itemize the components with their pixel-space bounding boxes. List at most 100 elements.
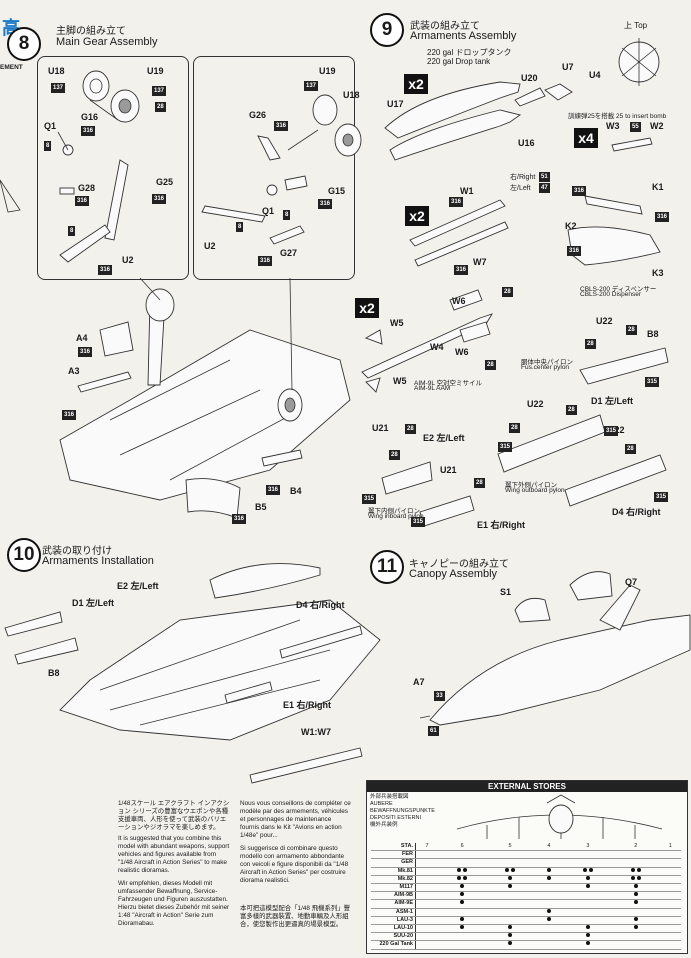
- station-cell: [438, 858, 487, 868]
- part-label: E2 左/Left: [423, 433, 465, 443]
- store-mark: [460, 925, 465, 930]
- part-label: D4 右/Right: [612, 507, 661, 517]
- station-cell: [486, 916, 534, 926]
- part-label: U22: [527, 399, 544, 409]
- wheel-u18-left: [82, 70, 110, 102]
- part-label: D1 左/Left: [591, 396, 634, 406]
- station-cell: [415, 858, 439, 868]
- step-number-8: 8: [7, 27, 41, 61]
- multiplier-missile: x2: [355, 298, 379, 318]
- paint-badge: 316: [258, 256, 273, 266]
- paint-badge: 28: [509, 423, 520, 433]
- store-mark: [511, 867, 516, 872]
- paint-badge: 28: [626, 325, 637, 335]
- station-cell: [438, 916, 487, 926]
- station-cell: [533, 916, 564, 926]
- part-label: S1: [500, 587, 512, 597]
- left-label: 左/Left: [510, 185, 531, 192]
- wing-inboard-pylon-e2: [381, 461, 433, 495]
- top-label-jp: 上 Top: [624, 21, 648, 30]
- store-name: AIM-9E: [371, 899, 416, 909]
- note-fr: Nous vous conseillons de compléter ce mo…: [240, 800, 351, 839]
- part-label: U18: [48, 66, 65, 76]
- part-label: W1:W7: [301, 727, 331, 737]
- paint-badge: 316: [78, 347, 93, 357]
- station-cell: [486, 899, 534, 909]
- part-label: E2 左/Left: [117, 581, 159, 591]
- stores-row: AIM-9B: [371, 891, 681, 901]
- part-label: G27: [280, 248, 298, 258]
- store-mark: [630, 867, 635, 872]
- note-en: It is suggested that you combine this mo…: [118, 835, 230, 874]
- step8-inset-left: [37, 56, 189, 280]
- paint-badge: 137: [304, 81, 319, 91]
- stores-row: SUU-20: [371, 932, 681, 942]
- paint-badge: 55: [630, 122, 641, 132]
- paint-badge: 8: [283, 210, 291, 220]
- part-label: W5: [393, 376, 407, 386]
- store-name: M117: [371, 883, 416, 893]
- paint-badge: 28: [566, 405, 577, 415]
- right-label: 右/Right: [510, 174, 536, 181]
- gear-leg-left: [104, 159, 129, 241]
- part-label: K1: [652, 182, 664, 192]
- station-cell: [659, 858, 681, 868]
- part-label: B4: [290, 486, 302, 496]
- step10-title-jp: 武装の取り付け: [42, 546, 112, 557]
- store-name: Mk.82: [371, 875, 416, 885]
- station-cell: [563, 875, 612, 885]
- part-label: U16: [518, 138, 535, 148]
- station-cell: [563, 940, 612, 950]
- station-cell: [659, 924, 681, 934]
- station-cell: [611, 916, 660, 926]
- station-cell: [415, 883, 439, 893]
- station-cell: [659, 899, 681, 909]
- stores-row: ASM-1: [371, 908, 681, 917]
- stores-row: 220 Gal Tank: [371, 940, 681, 950]
- station-cell: [563, 899, 612, 909]
- part-label: U22: [596, 316, 613, 326]
- fuselage-step8: [59, 329, 351, 501]
- store-mark: [585, 933, 590, 938]
- station-cell: [533, 924, 564, 934]
- drop-tank-u17: [384, 81, 521, 139]
- part-label: U4: [589, 70, 601, 80]
- fus-pylon-label-jp: 胴体中央パイロン: [521, 359, 573, 366]
- wing-inboard-pylon-e1: [419, 495, 475, 527]
- part-label: W5: [390, 318, 404, 328]
- part-label: E1 右/Right: [283, 700, 332, 710]
- part-label: W1: [460, 186, 474, 196]
- part-label: D1 左/Left: [72, 598, 115, 608]
- drop-tank-u16: [389, 109, 522, 161]
- stores-row: FER: [371, 850, 681, 860]
- paint-badge: 8: [44, 141, 52, 151]
- store-name: AIM-9B: [371, 891, 416, 901]
- part-label: B8: [647, 329, 659, 339]
- canopy-q7: [569, 571, 613, 601]
- station-cell: [533, 899, 564, 909]
- store-name: 220 Gal Tank: [371, 940, 416, 950]
- wing-inboard-label-jp: 翼下内側パイロン: [368, 508, 420, 515]
- store-mark: [508, 884, 513, 889]
- stores-row: AIM-9E: [371, 899, 681, 909]
- tank-label-jp: 220 gal ドロップタンク: [427, 48, 512, 57]
- station-cell: [611, 924, 660, 934]
- paint-badge: 61: [428, 726, 439, 736]
- store-mark: [585, 941, 590, 946]
- paint-badge: 28: [155, 102, 166, 112]
- part-label: A4: [76, 333, 88, 343]
- part-label: G25: [156, 177, 174, 187]
- canopy-s1: [514, 597, 551, 623]
- station-cell: [486, 924, 534, 934]
- paint-badge: 28: [405, 424, 416, 434]
- station-cell: [611, 899, 660, 909]
- paint-badge: 137: [152, 86, 167, 96]
- paint-badge: 316: [449, 197, 464, 207]
- station-cell: [438, 940, 487, 950]
- station-cell: [486, 891, 534, 901]
- wing-outboard-pylon-d4: [564, 454, 667, 507]
- paint-badge: 28: [585, 339, 596, 349]
- station-cell: [533, 858, 564, 868]
- part-label: A7: [413, 677, 425, 687]
- aircraft-front-view: [457, 794, 663, 839]
